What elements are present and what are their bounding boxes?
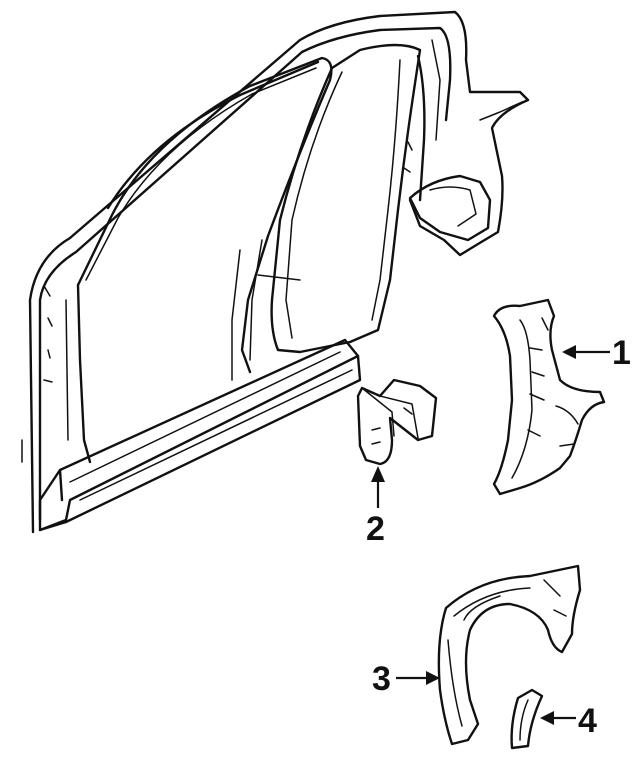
callout-label-1: 1 bbox=[612, 334, 631, 372]
callout-2: 2 bbox=[366, 466, 385, 548]
callout-label-3: 3 bbox=[372, 660, 391, 698]
part-2-bracket bbox=[356, 378, 438, 466]
callout-3: 3 bbox=[372, 660, 440, 698]
part-3-wheelhouse bbox=[437, 564, 582, 746]
part-4-molding bbox=[510, 688, 544, 750]
callout-1: 1 bbox=[562, 334, 631, 372]
callout-4: 4 bbox=[540, 702, 597, 740]
callout-label-4: 4 bbox=[578, 702, 597, 740]
callout-label-2: 2 bbox=[366, 510, 385, 548]
body-side-frame bbox=[21, 10, 530, 534]
part-1-hinge-pillar bbox=[492, 298, 606, 496]
